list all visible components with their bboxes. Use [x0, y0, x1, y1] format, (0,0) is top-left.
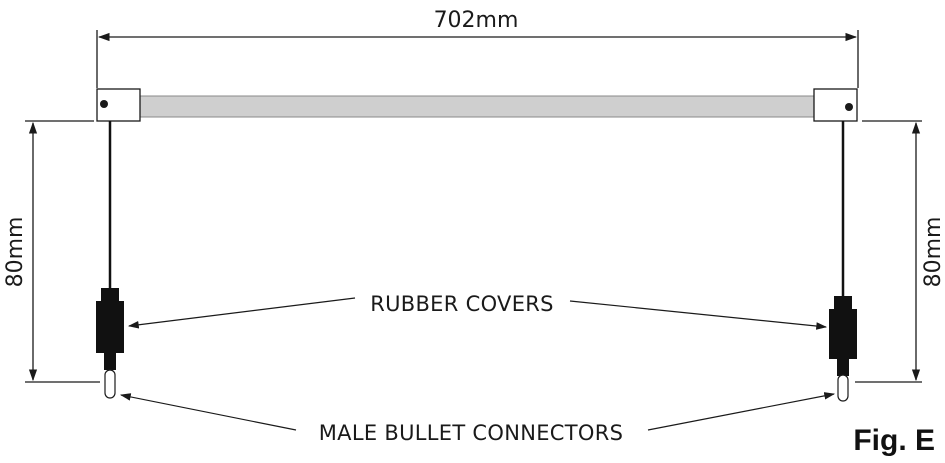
width-label: 702mm: [434, 8, 519, 33]
rubber-cover-right: [829, 309, 857, 359]
height-label-left: 80mm: [3, 217, 28, 288]
bullet-connector-right: [837, 374, 849, 402]
height-label-right: 80mm: [921, 217, 945, 288]
rubber-covers-leaders: [127, 297, 828, 330]
rubber-cover-left: [96, 301, 124, 353]
bullet-connector-left: [104, 369, 116, 399]
lead-right: [829, 121, 857, 402]
connectors-leader-left: [119, 393, 297, 431]
heater-bar: [96, 88, 858, 122]
bar-body: [139, 95, 815, 118]
bullet-connectors-leaders: [119, 392, 836, 431]
cover-tail-left: [104, 352, 116, 370]
cover-tail-right: [837, 358, 849, 376]
cover-collar-left: [101, 288, 119, 302]
rubber-covers-leader-right: [569, 300, 828, 330]
cover-collar-right: [834, 296, 852, 310]
lead-left: [96, 121, 124, 399]
height-dimension-left: [25, 120, 100, 383]
mount-hole-right: [845, 103, 853, 111]
height-dimension-right: [855, 120, 922, 383]
rubber-covers-label: RUBBER COVERS: [370, 292, 554, 316]
rubber-covers-leader-left: [127, 297, 356, 329]
bullet-connectors-label: MALE BULLET CONNECTORS: [319, 421, 624, 445]
width-dimension: [96, 30, 859, 88]
mount-hole-left: [100, 100, 108, 108]
figure-label: Fig. E: [853, 424, 935, 457]
connectors-leader-right: [647, 392, 836, 431]
